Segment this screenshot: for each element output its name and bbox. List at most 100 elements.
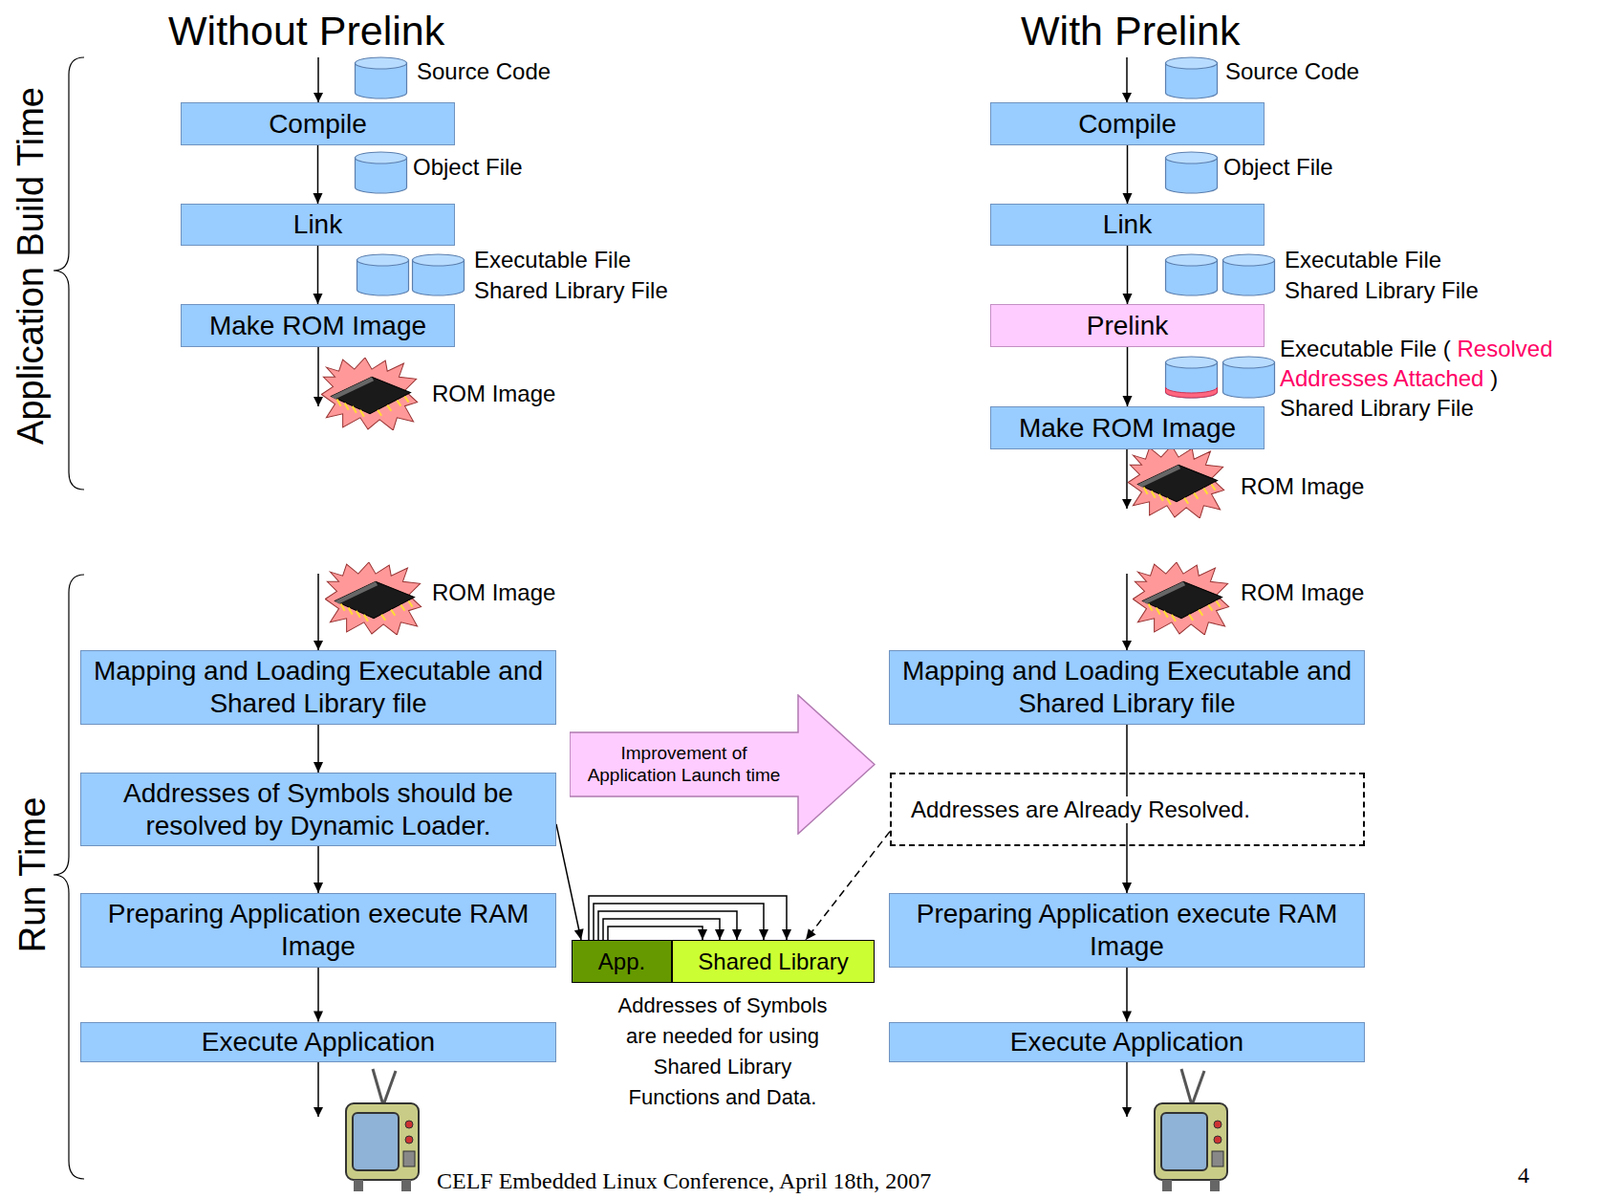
process-box: Compile	[990, 102, 1265, 146]
file-icon	[1166, 356, 1218, 398]
node-text: Make ROM Image	[209, 309, 427, 343]
node-text: Link	[1102, 208, 1152, 241]
node-text: Shared Library	[697, 948, 848, 975]
annotation-text: Executable File (	[1279, 335, 1451, 362]
node-text: App.	[598, 948, 646, 975]
item-label: ROM Image	[432, 379, 556, 409]
bracket	[53, 57, 85, 490]
node-text: Addresses of Symbols should be resolved …	[92, 777, 544, 842]
footer-text: 4	[1517, 1160, 1530, 1190]
prelink-box: Prelink	[990, 303, 1265, 347]
arrowhead	[781, 929, 792, 940]
node-text: Execute Application	[201, 1025, 435, 1059]
arrowhead	[313, 882, 324, 893]
rom-chip-icon	[324, 562, 421, 635]
item-label: ROM Image	[1240, 472, 1364, 501]
node-text: Preparing Application execute RAM Image	[901, 897, 1353, 962]
connector	[313, 967, 324, 1022]
node-text: Preparing Application execute RAM Image	[92, 897, 544, 962]
node-text: Mapping and Loading Executable and Share…	[92, 654, 544, 719]
file-icon	[355, 151, 408, 194]
flow-arrow	[317, 1059, 320, 1117]
connector	[593, 903, 769, 940]
connector	[313, 245, 324, 304]
connector	[607, 926, 708, 940]
connector-line	[603, 918, 720, 940]
item-label: Executable File	[474, 245, 631, 275]
tv-icon	[1154, 1068, 1228, 1191]
improvement-arrow: Improvement of Application Launch time	[569, 693, 876, 835]
arrowhead	[1123, 395, 1133, 407]
flow-arrow	[317, 573, 320, 650]
connector-line	[556, 823, 582, 940]
arrowhead	[732, 929, 742, 940]
item-label: Object File	[1223, 152, 1334, 182]
app-block: App.	[571, 939, 672, 983]
connector-line	[805, 831, 890, 940]
resolved-box: Addresses are Already Resolved.	[889, 772, 1365, 846]
flow-arrow	[317, 57, 320, 103]
rom-chip-icon	[1127, 445, 1224, 519]
process-box: Link	[990, 203, 1265, 246]
column-title: Without Prelink	[168, 5, 445, 58]
process-box: Preparing Application execute RAM Image	[80, 892, 557, 968]
flow-arrow	[317, 346, 320, 407]
arrowhead	[1123, 293, 1133, 304]
connector	[598, 910, 742, 940]
item-label: Object File	[412, 152, 523, 182]
arrowhead	[574, 928, 584, 940]
arrow-outline	[569, 694, 875, 834]
connector	[1123, 245, 1133, 304]
flow-arrow	[1125, 1059, 1128, 1117]
tv-icon	[345, 1068, 419, 1191]
process-box: Execute Application	[80, 1021, 557, 1062]
file-icon	[357, 254, 410, 296]
arrowhead	[1123, 193, 1133, 204]
connector	[603, 918, 725, 940]
node-text: Compile	[268, 108, 368, 141]
footer-text: CELF Embedded Linux Conference, April 18…	[436, 1166, 931, 1195]
arrowhead	[313, 761, 324, 773]
process-box: Addresses of Symbols should be resolved …	[80, 772, 557, 846]
connector	[556, 823, 584, 940]
rom-chip-icon	[321, 357, 417, 431]
connector	[313, 845, 324, 893]
arrowhead	[313, 1011, 324, 1022]
node-text: Link	[293, 208, 343, 241]
item-label: Addresses of Symbols are needed for usin…	[609, 990, 836, 1113]
arrowhead	[313, 293, 324, 304]
arrowhead	[805, 928, 817, 940]
arrowhead	[1122, 882, 1132, 893]
item-label: Shared Library File	[474, 276, 669, 305]
section-label: Run Time	[10, 731, 55, 1018]
annotation-text: )	[1490, 365, 1498, 391]
file-icon	[1223, 356, 1276, 398]
connector	[1122, 967, 1132, 1022]
flow-arrow	[1125, 57, 1128, 103]
arrowhead	[714, 929, 725, 940]
annotation-group: Executable File (Resolved Addresses Atta…	[1279, 333, 1586, 393]
arrow-text-area: Improvement of Application Launch time	[569, 732, 799, 797]
rom-chip-icon	[1132, 562, 1229, 635]
node-text: Addresses are Already Resolved.	[908, 796, 1254, 823]
arrowhead	[313, 193, 324, 204]
process-box: Mapping and Loading Executable and Share…	[80, 649, 557, 725]
connector	[588, 895, 792, 940]
item-label: ROM Image	[1240, 578, 1364, 607]
item-label: Shared Library File	[1279, 393, 1474, 423]
file-icon	[1166, 254, 1218, 296]
item-label: Source Code	[1225, 57, 1360, 87]
section-label: Application Build Time	[8, 17, 53, 515]
column-title: With Prelink	[1020, 5, 1240, 58]
process-box: Preparing Application execute RAM Image	[888, 892, 1365, 968]
item-label: Shared Library File	[1284, 276, 1479, 305]
item-label: ROM Image	[432, 578, 556, 607]
node-text: Improvement of Application Launch time	[577, 742, 791, 787]
item-label: Source Code	[416, 57, 551, 87]
node-text: Compile	[1078, 108, 1177, 141]
file-icon	[412, 254, 465, 296]
arrowhead	[758, 929, 769, 940]
file-icon	[1166, 151, 1218, 194]
process-box: Make ROM Image	[180, 303, 455, 347]
